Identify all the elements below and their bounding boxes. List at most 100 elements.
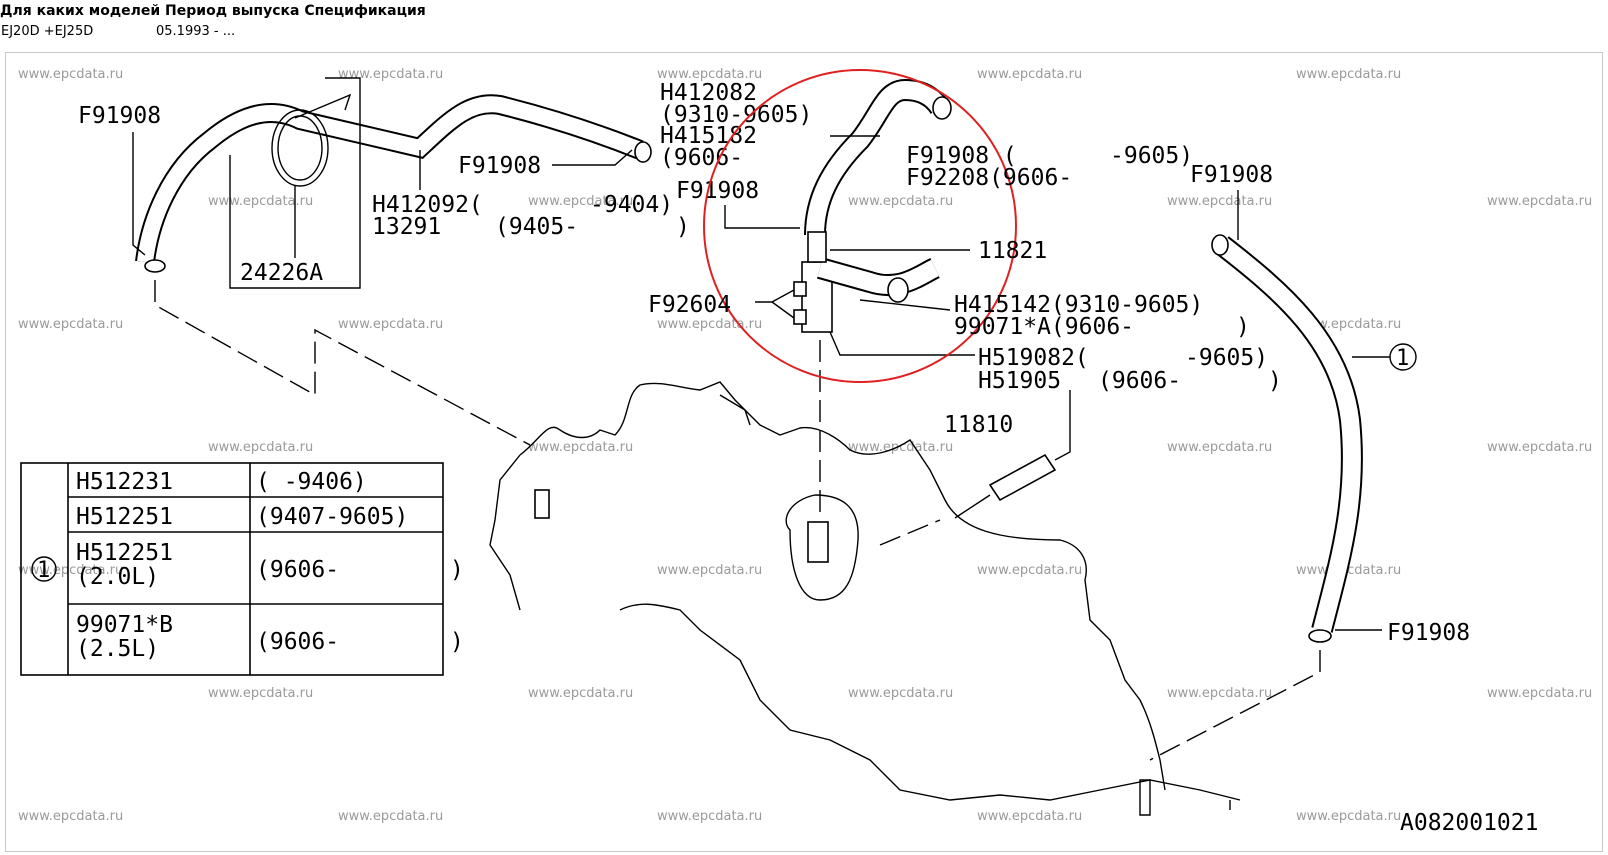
reference-number: 1	[1396, 346, 1409, 371]
watermark: www.epcdata.ru	[528, 194, 633, 209]
part-label[interactable]: H412092(	[372, 192, 483, 218]
watermark: www.epcdata.ru	[208, 440, 313, 455]
watermark: www.epcdata.ru	[657, 317, 762, 332]
part-label[interactable]: H415182	[660, 123, 757, 149]
parts-table: 1 H512231 ( -9406) H512251 (9407-9605) H…	[20, 462, 464, 676]
watermarks: www.epcdata.ru www.epcdata.ru www.epcdat…	[18, 67, 1592, 824]
leader-line	[755, 289, 795, 319]
period-label: (9310-9605)	[660, 102, 812, 128]
part-label[interactable]: 11821	[978, 238, 1047, 264]
part-label[interactable]: 24226A	[240, 260, 323, 286]
table-period: (9606-	[256, 629, 339, 655]
watermark: www.epcdata.ru	[1167, 440, 1272, 455]
part-label[interactable]: H51905	[978, 368, 1061, 394]
watermark: www.epcdata.ru	[848, 440, 953, 455]
part-label[interactable]: F91908	[676, 178, 759, 204]
period-cell: 05.1993 - ...	[156, 24, 236, 39]
part-label[interactable]: 11810	[944, 412, 1013, 438]
watermark: www.epcdata.ru	[1487, 686, 1592, 701]
routing-line	[154, 280, 531, 446]
table-part[interactable]: 99071*B	[76, 612, 173, 638]
part-label[interactable]: F91908	[458, 153, 541, 179]
table-period: )	[450, 629, 464, 655]
header: Для каких моделей Период выпуска Специфи…	[0, 0, 1608, 48]
watermark: www.epcdata.ru	[657, 809, 762, 824]
table-period: (9606-	[256, 557, 339, 583]
watermark: www.epcdata.ru	[528, 440, 633, 455]
leader-line	[859, 299, 951, 311]
watermark: www.epcdata.ru	[338, 809, 443, 824]
leader-line	[552, 149, 633, 166]
part-label[interactable]: F91908 (	[906, 143, 1017, 169]
table-note: (2.5L)	[76, 636, 159, 662]
part-label[interactable]: H412082	[660, 80, 757, 106]
watermark: www.epcdata.ru	[18, 317, 123, 332]
watermark: www.epcdata.ru	[1487, 440, 1592, 455]
watermark: www.epcdata.ru	[1167, 194, 1272, 209]
watermark: www.epcdata.ru	[848, 194, 953, 209]
leader-line	[829, 331, 975, 356]
period-label: -9605)	[1110, 143, 1193, 169]
period-label: (9606-	[660, 145, 743, 171]
part-label[interactable]: F91908	[1190, 162, 1273, 188]
watermark: www.epcdata.ru	[848, 686, 953, 701]
watermark: www.epcdata.ru	[657, 563, 762, 578]
table-period: )	[450, 557, 464, 583]
part-label[interactable]: F91908	[78, 103, 161, 129]
diagram-frame	[5, 52, 1603, 852]
part-label[interactable]: H519082(	[978, 345, 1089, 371]
routing-line	[879, 519, 941, 546]
part-label[interactable]: F91908	[1387, 620, 1470, 646]
engine-outline	[489, 381, 1241, 816]
watermark: www.epcdata.ru	[977, 809, 1082, 824]
leader-line	[132, 132, 146, 256]
routing-line	[1149, 650, 1321, 761]
watermark: www.epcdata.ru	[657, 67, 762, 82]
left-hose-assembly[interactable]	[135, 93, 652, 273]
table-period: ( -9406)	[256, 469, 367, 495]
watermark: www.epcdata.ru	[18, 563, 123, 578]
right-hose[interactable]	[1211, 234, 1363, 643]
period-label: )	[676, 214, 690, 240]
period-label: -9605)	[1185, 345, 1268, 371]
period-label: -9404)	[590, 192, 673, 218]
table-part[interactable]: H512231	[76, 469, 173, 495]
period-label: (9606-	[1098, 368, 1181, 394]
part-label[interactable]: F92208(9606-	[906, 165, 1072, 191]
header-columns: Для каких моделей Период выпуска Специфи…	[0, 3, 426, 19]
watermark: www.epcdata.ru	[338, 67, 443, 82]
watermark: www.epcdata.ru	[208, 686, 313, 701]
leader-line	[724, 205, 800, 229]
watermark: www.epcdata.ru	[1296, 563, 1401, 578]
model-cell: EJ20D +EJ25D	[1, 24, 94, 39]
part-label[interactable]: F92604	[648, 292, 731, 318]
diagram-code: A082001021	[1400, 810, 1538, 836]
watermark: www.epcdata.ru	[977, 563, 1082, 578]
highlight-circle	[703, 69, 1017, 383]
part-label[interactable]: 99071*A(9606-	[954, 314, 1134, 340]
leader-line	[229, 77, 361, 289]
table-marker: 1	[37, 558, 50, 583]
table-period: (9407-9605)	[256, 504, 408, 530]
watermark: www.epcdata.ru	[338, 317, 443, 332]
table-part[interactable]: H512251	[76, 504, 173, 530]
table-marker-circle	[31, 556, 57, 582]
watermark: www.epcdata.ru	[528, 686, 633, 701]
table-part[interactable]: H512251	[76, 540, 173, 566]
watermark: www.epcdata.ru	[1296, 809, 1401, 824]
period-label: )	[1236, 314, 1250, 340]
watermark: www.epcdata.ru	[1167, 686, 1272, 701]
part-label[interactable]: 13291	[372, 214, 441, 240]
period-label: (9405-	[495, 214, 578, 240]
period-label: )	[1268, 368, 1282, 394]
sensor-11810[interactable]	[954, 390, 1071, 519]
reference-circle	[1389, 343, 1417, 371]
watermark: www.epcdata.ru	[977, 67, 1082, 82]
watermark: www.epcdata.ru	[1487, 194, 1592, 209]
part-label[interactable]: H415142(9310-9605)	[954, 292, 1203, 318]
pcv-valve-assembly[interactable]	[793, 78, 952, 333]
watermark: www.epcdata.ru	[18, 809, 123, 824]
watermark: www.epcdata.ru	[18, 67, 123, 82]
watermark: www.epcdata.ru	[1296, 67, 1401, 82]
